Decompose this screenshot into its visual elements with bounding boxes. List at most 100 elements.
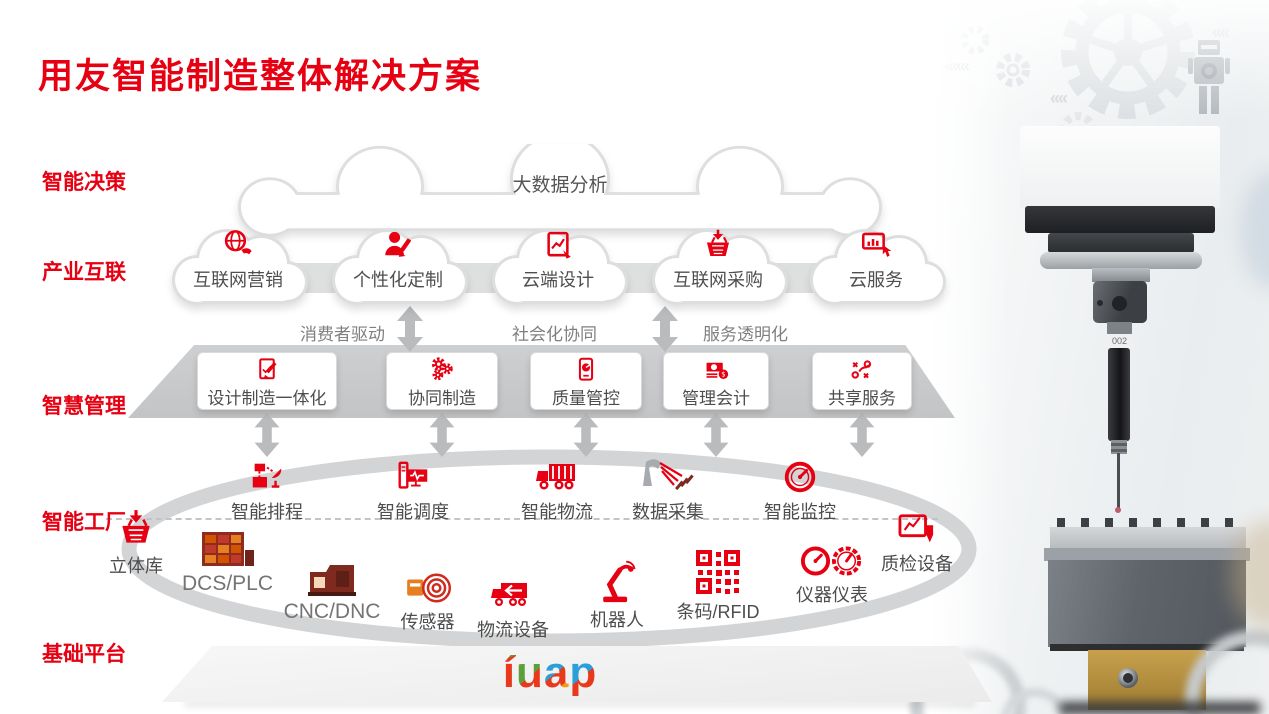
double-arrow: [254, 413, 280, 457]
iuap-letter: u: [515, 648, 544, 697]
system-label: 智能监控: [764, 502, 836, 522]
box-collaborative-manufacturing: 协同制造: [386, 352, 498, 410]
device-label: 传感器: [400, 612, 455, 632]
double-arrow: [429, 413, 455, 457]
bridge-label-social-collaboration: 社会化协同: [512, 325, 597, 344]
device-label: 物流设备: [477, 620, 549, 640]
box-label: 设计制造一体化: [207, 389, 327, 408]
device-stereoscopic-warehouse: 立体库: [96, 508, 176, 578]
device-label: 质检设备: [881, 554, 953, 574]
cloud-label: 个性化定制: [353, 270, 443, 290]
tactics-icon: [851, 360, 872, 379]
layer-label-industry: 产业互联: [42, 261, 126, 284]
gauge-icon: [784, 461, 816, 493]
cloud-internet-procurement: 互联网采购: [639, 222, 797, 314]
cloud-label: 互联网采购: [673, 270, 763, 290]
truck-arrow-icon: [491, 583, 527, 606]
cloud-label: 云服务: [849, 270, 903, 290]
document-chart-icon: [547, 231, 571, 259]
box-label: 质量管控: [552, 389, 620, 408]
rack-icon: [201, 532, 254, 566]
double-arrow: [703, 413, 729, 457]
device-label: 立体库: [109, 556, 163, 576]
dual-gauge-icon: [800, 546, 862, 576]
system-smart-logistics: 智能物流: [502, 458, 612, 524]
device-instruments: 仪器仪表: [792, 543, 872, 607]
basket-arrow-icon: [706, 229, 730, 257]
sensor-icon: [406, 573, 451, 603]
device-robot: 机器人: [585, 558, 649, 632]
flowchart-dish-icon: [252, 463, 282, 488]
factory-photo: ‹‹‹‹‹‹ ‹‹‹‹ ‹‹‹‹ 002: [910, 0, 1269, 714]
cnc-machine-icon: [308, 565, 356, 596]
system-label: 智能排程: [231, 502, 303, 522]
layer-label-decision: 智能决策: [42, 171, 126, 194]
iuap-letter: í: [502, 648, 516, 697]
device-label: DCS/PLC: [181, 572, 274, 595]
device-inspection-equipment: 质检设备: [876, 512, 958, 576]
tablet-pie-icon: [578, 357, 594, 381]
double-arrow: [849, 413, 875, 457]
box-label: 协同制造: [408, 389, 476, 408]
system-smart-monitoring: 智能监控: [745, 458, 855, 524]
device-sensor: 传感器: [385, 570, 470, 634]
document-pen-icon: [259, 358, 277, 380]
system-label: 智能调度: [377, 502, 449, 522]
cloud-cloud-design: 云端设计: [479, 222, 637, 314]
screen-hand-icon: [861, 232, 892, 257]
globe-phone-icon: [224, 230, 252, 255]
person-pencil-icon: [385, 231, 411, 257]
platform-shadow: [185, 700, 975, 708]
big-data-cloud-label: 大数据分析: [512, 175, 608, 196]
truck-icon: [536, 464, 575, 490]
bridge-label-consumer-driven: 消费者驱动: [300, 325, 385, 344]
cloud-personalized-customization: 个性化定制: [319, 222, 477, 314]
layer-label-factory: 智能工厂: [42, 511, 126, 534]
iuap-logo: íuap: [495, 648, 605, 698]
dashed-divider: [106, 518, 938, 520]
box-design-manufacturing: 设计制造一体化: [197, 352, 337, 410]
iuap-letter: a: [543, 648, 570, 697]
platform-band: [162, 646, 992, 702]
iuap-letter: p: [569, 648, 598, 697]
box-quality-control: 质量管控: [530, 352, 642, 410]
box-label: 共享服务: [828, 389, 896, 408]
bridge-label-service-transparency: 服务透明化: [703, 325, 788, 344]
box-label: 管理会计: [682, 389, 750, 408]
basket-arrow-icon: [122, 510, 150, 543]
page-title: 用友智能制造整体解决方案: [38, 57, 483, 96]
double-arrow: [573, 413, 599, 457]
cloud-label: 互联网营销: [193, 270, 283, 290]
cloud-cloud-service: 云服务: [797, 222, 955, 314]
inspection-screen-icon: [898, 514, 934, 543]
svg-text:$: $: [721, 371, 725, 379]
device-logistics-equipment: 物流设备: [472, 578, 554, 642]
device-label: 仪器仪表: [796, 585, 868, 605]
server-monitor-icon: [398, 461, 428, 489]
robot-arm-icon: [603, 560, 636, 603]
layer-label-management: 智慧管理: [42, 395, 126, 418]
gears-icon: [431, 357, 453, 381]
system-label: 数据采集: [632, 502, 704, 522]
barcode-scanner-icon: [643, 459, 694, 491]
system-label: 智能物流: [521, 502, 593, 522]
blurred-highlight: [1240, 170, 1269, 290]
money-icon: $: [706, 362, 729, 379]
big-data-cloud: 大数据分析: [165, 144, 955, 244]
box-management-accounting: $ 管理会计: [663, 352, 769, 410]
device-label: CNC/DNC: [283, 600, 381, 623]
device-dcs-plc: DCS/PLC: [180, 530, 275, 596]
device-label: 机器人: [590, 610, 644, 630]
box-shared-services: 共享服务: [812, 352, 912, 410]
system-smart-scheduling: 智能排程: [212, 458, 322, 524]
system-smart-dispatch: 智能调度: [358, 458, 468, 524]
device-barcode-rfid: 条码/RFID: [673, 548, 763, 624]
layer-label-platform: 基础平台: [42, 643, 126, 666]
qr-code-icon: [696, 550, 740, 594]
cloud-internet-marketing: 互联网营销: [159, 222, 317, 314]
cloud-label: 云端设计: [522, 270, 594, 290]
system-data-collection: 数据采集: [613, 456, 723, 524]
probe-label: 002: [1105, 334, 1134, 349]
device-cnc-dnc: CNC/DNC: [282, 556, 382, 624]
